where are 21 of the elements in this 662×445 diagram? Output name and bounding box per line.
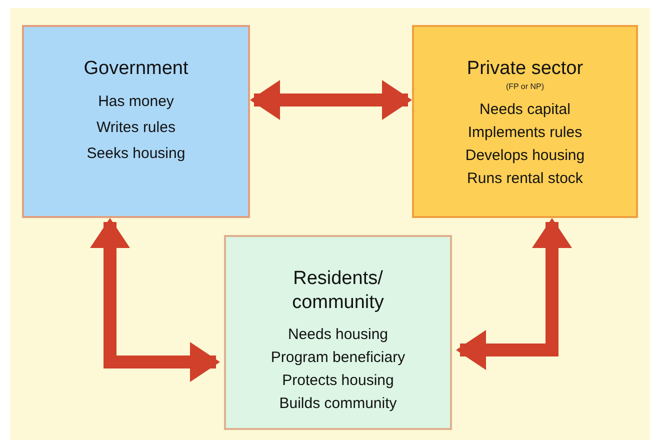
box-item: Program beneficiary	[270, 348, 406, 368]
double-arrow	[250, 80, 412, 120]
box-item: Needs housing	[288, 325, 388, 345]
box-item: Writes rules	[96, 118, 176, 138]
box-heading: Residents/ community	[291, 267, 385, 315]
box-item: Develops housing	[465, 146, 585, 166]
box-item: Implements rules	[468, 123, 582, 143]
double-arrow	[90, 218, 220, 382]
box-heading: Government	[82, 57, 190, 81]
government-box	[22, 25, 250, 218]
double-arrow	[456, 218, 572, 370]
box-subheading: (FP or NP)	[506, 82, 544, 92]
box-item: Needs capital	[480, 100, 570, 120]
box-item: Protects housing	[282, 371, 394, 391]
box-item: Builds community	[279, 394, 397, 414]
box-item: Runs rental stock	[467, 169, 583, 189]
residents-box	[224, 235, 452, 430]
box-item: Has money	[98, 92, 174, 112]
box-item: Seeks housing	[86, 144, 186, 164]
private-sector-box	[412, 25, 638, 218]
box-heading: Private sector	[466, 57, 584, 81]
